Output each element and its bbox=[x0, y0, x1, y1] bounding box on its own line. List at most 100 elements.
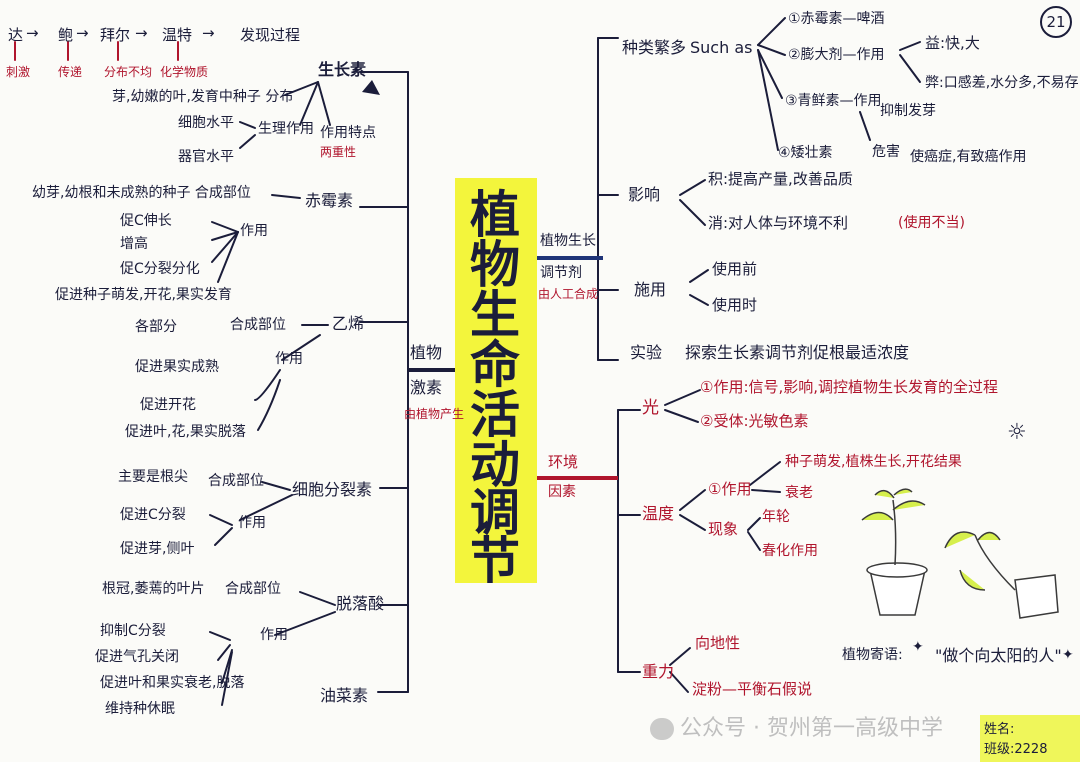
scientist-2: 鲍 bbox=[58, 26, 74, 44]
ethylene-effect-2: 促进开花 bbox=[140, 397, 196, 413]
types-cons: 弊:口感差,水分多,不易存 bbox=[925, 75, 1079, 91]
experiment-label: 实验 bbox=[630, 343, 663, 362]
center-highlight bbox=[455, 178, 537, 583]
types-label: 种类繁多 bbox=[622, 38, 687, 57]
aba-effect-1: 抑制C分裂 bbox=[100, 623, 166, 639]
auxin-cell-level: 细胞水平 bbox=[178, 115, 234, 131]
hormone-hub-line1: 植物 bbox=[410, 343, 443, 362]
gibberellin-effect-4: 促进种子萌发,开花,果实发育 bbox=[55, 287, 232, 303]
finding-1: 刺激 bbox=[6, 65, 31, 79]
types-pros: 益:快,大 bbox=[925, 34, 980, 52]
ethylene-site-label: 合成部位 bbox=[230, 317, 286, 333]
auxin-distribution: 芽,幼嫩的叶,发育中种子 分布 bbox=[112, 89, 294, 105]
temp-effect-2: 衰老 bbox=[785, 485, 813, 501]
title-char: 调 bbox=[470, 483, 520, 542]
scientist-3: 拜尔 bbox=[100, 26, 131, 44]
temp-label: 温度 bbox=[642, 504, 675, 523]
auxin-label: 生长素 bbox=[318, 60, 367, 79]
finding-3: 分布不均 bbox=[104, 65, 153, 79]
cytokinin-effect: 作用 bbox=[238, 515, 266, 531]
light-label: 光 bbox=[642, 398, 659, 418]
harm-text: 使癌症,有致癌作用 bbox=[910, 149, 1027, 165]
gibberellin-effect-3: 促C分裂分化 bbox=[120, 261, 200, 277]
apply-label: 施用 bbox=[634, 280, 667, 299]
auxin-feature: 作用特点 bbox=[320, 125, 376, 141]
watermark: 公众号 · 贺州第一高级中学 bbox=[650, 710, 943, 742]
gravity-label: 重力 bbox=[642, 662, 675, 681]
scientist-4: 温特 bbox=[162, 26, 193, 44]
finding-4: 化学物质 bbox=[160, 65, 209, 79]
finding-2: 传递 bbox=[58, 65, 83, 79]
aba-effect-4: 维持种休眠 bbox=[105, 701, 175, 717]
signature-block: 姓名: 班级:2228 bbox=[980, 715, 1080, 762]
env-hub-line2: 因素 bbox=[548, 484, 576, 500]
gibberellin-site: 幼芽,幼根和未成熟的种子 合成部位 bbox=[32, 185, 251, 201]
title-char: 动 bbox=[470, 435, 520, 494]
plant-caption: 植物寄语: bbox=[842, 647, 903, 663]
gibberellin-effect: 作用 bbox=[240, 223, 268, 239]
aba-effect-2: 促进气孔关闭 bbox=[95, 649, 179, 665]
aba-effect: 作用 bbox=[260, 627, 288, 643]
title-char: 物 bbox=[470, 235, 520, 294]
light-receptor: ②受体:光敏色素 bbox=[700, 412, 809, 430]
qingxian-effect: 抑制发芽 bbox=[880, 103, 936, 119]
gibberellin-effect-2: 增高 bbox=[120, 236, 148, 252]
aba-label: 脱落酸 bbox=[336, 594, 385, 613]
wechat-icon bbox=[650, 718, 674, 740]
discovery-process: 发现过程 bbox=[240, 26, 301, 44]
cytokinin-effect-1: 促进C分裂 bbox=[120, 507, 186, 523]
cytokinin-site: 主要是根尖 bbox=[118, 469, 188, 485]
page-number: 21 bbox=[1040, 6, 1072, 38]
type-item-4: ④矮壮素 bbox=[778, 145, 833, 161]
ethylene-site: 各部分 bbox=[135, 319, 177, 335]
cytokinin-label: 细胞分裂素 bbox=[292, 480, 373, 499]
type-item-3: ③青鲜素—作用 bbox=[785, 93, 882, 109]
aba-effect-3: 促进叶和果实衰老,脱落 bbox=[100, 675, 245, 691]
light-effect: ①作用:信号,影响,调控植物生长发育的全过程 bbox=[700, 378, 999, 396]
impact-label: 影响 bbox=[628, 185, 661, 204]
aba-site-label: 合成部位 bbox=[225, 581, 281, 597]
temp-effect-1: 种子萌发,植株生长,开花结果 bbox=[785, 454, 962, 470]
apply-before: 使用前 bbox=[712, 260, 758, 278]
title-char: 节 bbox=[470, 531, 520, 590]
cytokinin-effect-2: 促进芽,侧叶 bbox=[120, 541, 195, 557]
env-hub-line1: 环境 bbox=[548, 453, 579, 471]
brassin-label: 油菜素 bbox=[320, 686, 369, 705]
type-item-1: ①赤霉素—啤酒 bbox=[788, 11, 885, 27]
gravity-item-1: 向地性 bbox=[695, 634, 741, 652]
scientist-1: 达 bbox=[8, 26, 24, 44]
gibberellin-label: 赤霉素 bbox=[305, 191, 354, 210]
temp-phenomena-2: 春化作用 bbox=[762, 543, 818, 559]
title-char: 植 bbox=[470, 185, 520, 244]
aba-site: 根冠,萎蔫的叶片 bbox=[102, 581, 205, 597]
apply-during: 使用时 bbox=[712, 296, 758, 314]
impact-negative-note: (使用不当) bbox=[898, 215, 965, 231]
sparkle-icon: ✦ bbox=[912, 639, 924, 655]
title-char: 生 bbox=[470, 285, 520, 344]
ethylene-effect-1: 促进果实成熟 bbox=[135, 359, 219, 375]
regulator-hub-line1: 植物生长 bbox=[540, 233, 596, 249]
impact-negative: 消:对人体与环境不利 bbox=[708, 214, 849, 232]
signature-class: 班级:2228 bbox=[984, 742, 1048, 757]
temp-effect: ①作用 bbox=[708, 480, 752, 498]
types-such-as: Such as bbox=[690, 38, 753, 57]
sun-icon: ☼ bbox=[1007, 420, 1027, 445]
temp-phenomena: 现象 bbox=[708, 520, 739, 538]
title-char: 命 bbox=[470, 335, 520, 394]
regulator-hub-note: 由人工合成 bbox=[538, 287, 599, 301]
signature-name: 姓名: bbox=[984, 722, 1015, 737]
temp-phenomena-1: 年轮 bbox=[762, 509, 790, 525]
ethylene-effect-3: 促进叶,花,果实脱落 bbox=[125, 424, 246, 440]
experiment-content: 探索生长素调节剂促根最适浓度 bbox=[685, 343, 910, 362]
hormone-hub-line2: 激素 bbox=[410, 378, 443, 397]
harm-label: 危害 bbox=[872, 144, 900, 160]
auxin-physio: 生理作用 bbox=[258, 121, 314, 137]
type-item-2: ②膨大剂—作用 bbox=[788, 47, 885, 63]
regulator-hub-line2: 调节剂 bbox=[540, 265, 582, 281]
gravity-item-2: 淀粉—平衡石假说 bbox=[692, 680, 813, 698]
gibberellin-effect-1: 促C伸长 bbox=[120, 213, 172, 229]
auxin-feature-note: 两重性 bbox=[320, 145, 357, 159]
auxin-organ-level: 器官水平 bbox=[178, 149, 234, 165]
title-char: 活 bbox=[470, 385, 520, 444]
plant-quote: "做个向太阳的人" bbox=[935, 646, 1062, 665]
